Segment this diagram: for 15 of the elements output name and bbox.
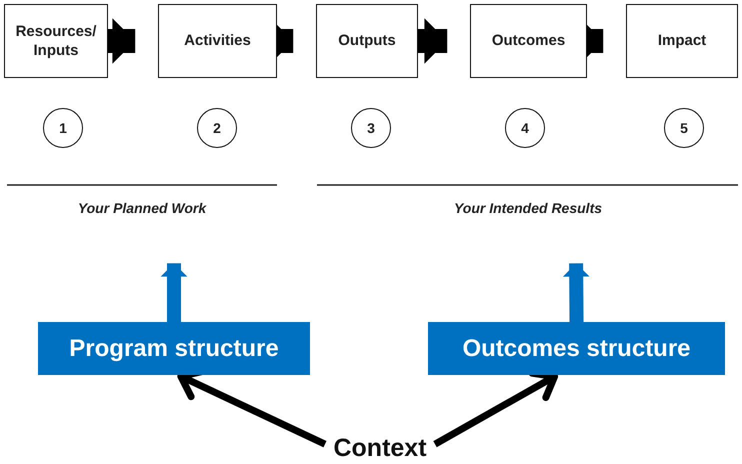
- step-number: 1: [43, 108, 83, 148]
- process-box: Outputs: [316, 4, 418, 78]
- structure-box: Outcomes structure: [428, 322, 725, 375]
- section-label: Your Planned Work: [78, 200, 206, 216]
- section-label: Your Intended Results: [454, 200, 602, 216]
- step-number: 4: [505, 108, 545, 148]
- process-box: Activities: [158, 4, 277, 78]
- structure-box: Program structure: [38, 322, 310, 375]
- step-number: 2: [197, 108, 237, 148]
- process-box: Impact: [626, 4, 738, 78]
- process-box: Resources/ Inputs: [4, 4, 108, 78]
- context-label: Context: [333, 434, 427, 462]
- step-number: 3: [351, 108, 391, 148]
- process-box: Outcomes: [470, 4, 587, 78]
- step-number: 5: [664, 108, 704, 148]
